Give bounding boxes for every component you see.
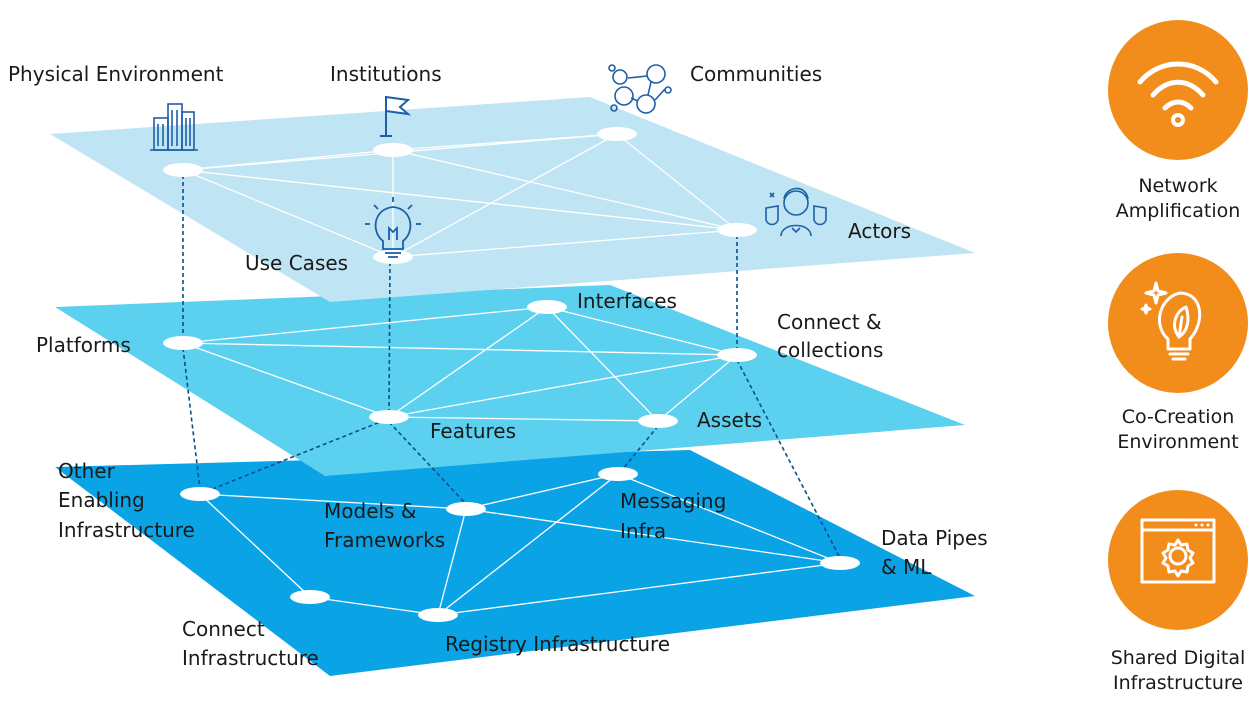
node-communities — [597, 127, 637, 141]
sidebar-label-cocreation-1: Co-Creation — [1121, 406, 1235, 428]
bottom-edges — [199, 473, 841, 616]
actors-theatre-icon — [765, 187, 827, 237]
label-institutions: Institutions — [330, 62, 442, 86]
label-connect-infrastructure-line1: Connect — [182, 617, 265, 641]
middle-edges — [182, 306, 738, 422]
label-other-enabling-line1: Other — [58, 459, 115, 483]
flag-icon — [380, 95, 412, 137]
label-platforms: Platforms — [36, 333, 131, 357]
label-communities: Communities — [690, 62, 823, 86]
badge-network-amplification — [1108, 20, 1248, 160]
node-other-enabling — [180, 487, 220, 501]
node-interfaces — [527, 300, 567, 314]
node-registry-infra — [418, 608, 458, 622]
browser-gear-icon — [1140, 518, 1216, 584]
label-data-pipes-line2: & ML — [881, 555, 932, 579]
label-models-frameworks-line1: Models & — [324, 499, 417, 523]
label-other-enabling-line3: Infrastructure — [58, 518, 195, 542]
node-models-frameworks — [446, 502, 486, 516]
sidebar-label-cocreation-2: Environment — [1117, 431, 1239, 453]
node-physical-environment — [163, 163, 203, 177]
node-messaging — [598, 467, 638, 481]
label-messaging-infra-line2: Infra — [620, 519, 667, 543]
lightbulb-icon — [365, 197, 421, 258]
node-actors — [717, 223, 757, 237]
buildings-icon — [150, 103, 198, 151]
label-assets: Assets — [697, 408, 763, 432]
wifi-icon — [1137, 61, 1219, 127]
top-plane — [50, 97, 975, 302]
node-assets — [638, 414, 678, 428]
badge-shared-digital-infrastructure — [1108, 490, 1248, 630]
sparkle-leaf-bulb-icon — [1140, 281, 1202, 361]
label-data-pipes-line1: Data Pipes — [881, 526, 988, 550]
label-physical-environment: Physical Environment — [8, 62, 224, 86]
label-messaging-infra-line1: Messaging — [620, 489, 727, 513]
node-institutions — [373, 143, 413, 157]
node-data-pipes — [820, 556, 860, 570]
label-models-frameworks-line2: Frameworks — [324, 528, 446, 552]
label-connect-collections-line2: collections — [777, 338, 884, 362]
label-connect-infrastructure-line2: Infrastructure — [182, 646, 319, 670]
people-network-icon — [608, 64, 672, 114]
node-connect-infra — [290, 590, 330, 604]
label-actors: Actors — [848, 219, 912, 243]
node-platforms — [163, 336, 203, 350]
inter-layer-links — [182, 175, 841, 559]
label-registry-infrastructure: Registry Infrastructure — [445, 632, 671, 656]
label-features: Features — [430, 419, 516, 443]
sidebar-label-network-1: Network — [1138, 175, 1218, 197]
sidebar-label-shared-2: Infrastructure — [1112, 672, 1243, 694]
network-nodes — [163, 127, 860, 622]
sidebar-label-shared-1: Shared Digital — [1110, 647, 1246, 669]
label-interfaces: Interfaces — [577, 289, 677, 313]
top-edges — [182, 133, 738, 258]
label-use-cases: Use Cases — [245, 251, 349, 275]
sidebar-label-network-2: Amplification — [1115, 200, 1241, 222]
label-other-enabling-line2: Enabling — [58, 488, 145, 512]
node-connect-collections — [717, 348, 757, 362]
label-connect-collections-line1: Connect & — [777, 310, 882, 334]
bottom-plane — [55, 450, 975, 676]
node-features — [369, 410, 409, 424]
badge-co-creation-environment — [1108, 253, 1248, 393]
